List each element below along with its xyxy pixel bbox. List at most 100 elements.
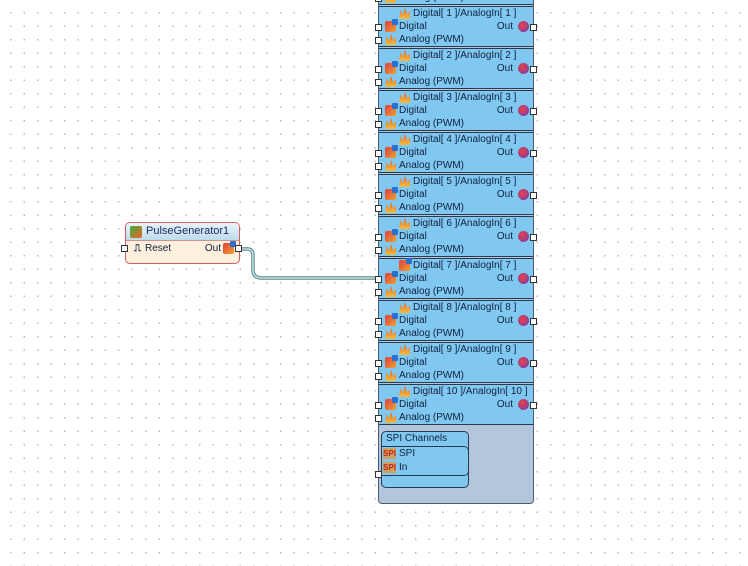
reset-pin[interactable] — [121, 245, 128, 252]
digital-label: Digital — [399, 189, 427, 200]
analog-pin[interactable] — [375, 163, 382, 170]
digital-icon — [385, 61, 398, 74]
analog-icon — [385, 286, 396, 297]
channel-title: Digital[ 9 ]/AnalogIn[ 9 ] — [413, 344, 517, 355]
out-pin[interactable] — [530, 24, 537, 31]
out-label: Out — [496, 63, 513, 74]
digital-pin[interactable] — [375, 24, 382, 31]
channel-icon — [399, 344, 410, 355]
analog-pin[interactable] — [375, 331, 382, 338]
digital-pin[interactable] — [375, 276, 382, 283]
out-label: Out — [496, 357, 513, 368]
out-pin[interactable] — [530, 318, 537, 325]
out-label: Out — [496, 189, 513, 200]
digital-pin[interactable] — [375, 318, 382, 325]
analog-pin[interactable] — [375, 79, 382, 86]
out-label: Out — [496, 105, 513, 116]
digital-pin[interactable] — [375, 402, 382, 409]
channel-icon — [399, 218, 410, 229]
channel-icon — [399, 386, 410, 397]
analog-label: Analog (PWM) — [399, 328, 465, 339]
digital-label: Digital — [399, 63, 427, 74]
digital-out-icon — [223, 241, 236, 254]
square-wave-icon: ⎍ — [134, 243, 141, 254]
digital-label: Digital — [399, 315, 427, 326]
pulse-out-pin[interactable] — [235, 245, 242, 252]
channel-icon — [399, 134, 410, 145]
out-label: Out — [204, 243, 221, 254]
out-label: Out — [496, 399, 513, 410]
channel-title: Digital[ 7 ]/AnalogIn[ 7 ] — [413, 260, 517, 271]
out-icon — [518, 147, 529, 158]
digital-pin[interactable] — [375, 108, 382, 115]
analog-label: Analog (PWM) — [399, 244, 465, 255]
analog-pin[interactable] — [375, 0, 382, 2]
channel-block: Digital[ 7 ]/AnalogIn[ 7 ] Digital Out A… — [375, 258, 537, 299]
digital-pin[interactable] — [375, 234, 382, 241]
out-pin[interactable] — [530, 402, 537, 409]
arduino-board-component[interactable]: SPI Channels SPI SPI SPI In Digital[ 0 ]… — [375, 0, 537, 504]
out-icon — [518, 357, 529, 368]
spi-in-label: In — [399, 462, 408, 473]
digital-icon — [385, 187, 398, 200]
digital-icon — [385, 19, 398, 32]
analog-pin[interactable] — [375, 247, 382, 254]
digital-label: Digital — [399, 147, 427, 158]
analog-label: Analog (PWM) — [399, 370, 465, 381]
channel-block: Digital[ 2 ]/AnalogIn[ 2 ] Digital Out A… — [375, 48, 537, 89]
channel-icon — [399, 258, 412, 271]
analog-label: Analog (PWM) — [399, 34, 465, 45]
channel-title: Digital[ 1 ]/AnalogIn[ 1 ] — [413, 8, 517, 19]
analog-pin[interactable] — [375, 289, 382, 296]
digital-pin[interactable] — [375, 66, 382, 73]
pulse-generator-component[interactable]: PulseGenerator1 ⎍ Reset Out — [125, 222, 240, 264]
out-icon — [518, 315, 529, 326]
out-pin[interactable] — [530, 108, 537, 115]
channel-icon — [399, 50, 410, 61]
analog-icon — [385, 34, 396, 45]
channel-block: Digital[ 8 ]/AnalogIn[ 8 ] Digital Out A… — [375, 300, 537, 341]
digital-pin[interactable] — [375, 360, 382, 367]
pulse-generator-icon — [130, 226, 142, 238]
out-pin[interactable] — [530, 234, 537, 241]
analog-icon — [385, 328, 396, 339]
analog-pin[interactable] — [375, 415, 382, 422]
digital-label: Digital — [399, 21, 427, 32]
analog-icon — [385, 244, 396, 255]
analog-icon — [385, 0, 396, 3]
analog-pin[interactable] — [375, 37, 382, 44]
analog-pin[interactable] — [375, 121, 382, 128]
digital-pin[interactable] — [375, 150, 382, 157]
analog-pin[interactable] — [375, 205, 382, 212]
out-pin[interactable] — [530, 276, 537, 283]
channel-title: Digital[ 4 ]/AnalogIn[ 4 ] — [413, 134, 517, 145]
analog-icon — [385, 76, 396, 87]
out-icon — [518, 399, 529, 410]
channel-title: Digital[ 5 ]/AnalogIn[ 5 ] — [413, 176, 517, 187]
out-pin[interactable] — [530, 66, 537, 73]
analog-label: Analog (PWM) — [399, 286, 465, 297]
out-pin[interactable] — [530, 150, 537, 157]
channel-block: Digital[ 3 ]/AnalogIn[ 3 ] Digital Out A… — [375, 90, 537, 131]
spi-label: SPI — [399, 448, 416, 459]
out-pin[interactable] — [530, 192, 537, 199]
spi-channels-group: SPI Channels SPI SPI SPI In — [381, 431, 469, 488]
channel-title: Digital[ 10 ]/AnalogIn[ 10 ] — [413, 386, 528, 397]
out-icon — [518, 63, 529, 74]
channel-title: Digital[ 6 ]/AnalogIn[ 6 ] — [413, 218, 517, 229]
channel-icon — [399, 176, 410, 187]
out-icon — [518, 189, 529, 200]
spi-in-pin[interactable] — [375, 471, 382, 478]
analog-icon — [385, 202, 396, 213]
digital-icon — [385, 313, 398, 326]
channel-block: Digital[ 9 ]/AnalogIn[ 9 ] Digital Out A… — [375, 342, 537, 383]
out-pin[interactable] — [530, 360, 537, 367]
channel-title: Digital[ 2 ]/AnalogIn[ 2 ] — [413, 50, 517, 61]
spi-channels-title: SPI Channels — [386, 433, 448, 444]
analog-pin[interactable] — [375, 373, 382, 380]
digital-icon — [385, 397, 398, 410]
digital-pin[interactable] — [375, 192, 382, 199]
digital-icon — [385, 355, 398, 368]
